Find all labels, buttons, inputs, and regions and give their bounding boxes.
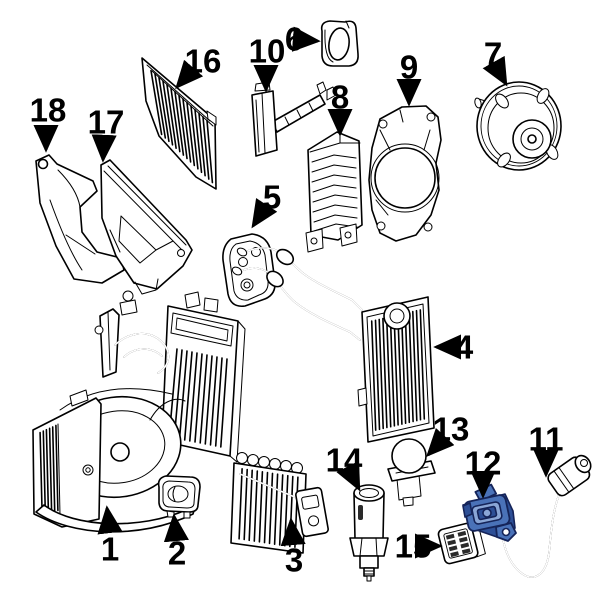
filter-hatching <box>150 69 214 184</box>
callout-label-11: 11 <box>529 421 564 458</box>
heater-core-fins <box>238 468 299 548</box>
callout-label-8: 8 <box>331 79 349 116</box>
callout-arrow-13 <box>426 427 455 458</box>
part-4-evaporator-core <box>357 296 435 443</box>
callout-arrow-5 <box>251 197 278 229</box>
part-3-heater-core <box>230 452 329 554</box>
callout-label-6: 6 <box>285 21 303 58</box>
callout-label-9: 9 <box>400 49 418 86</box>
callout-label-15: 15 <box>395 528 432 565</box>
callout-label-18: 18 <box>30 92 67 129</box>
callout-label-3: 3 <box>285 542 303 579</box>
panel-fins <box>168 348 228 448</box>
part-6-grommet <box>320 20 359 67</box>
part-2-access-cap <box>157 475 201 519</box>
part-15-connector <box>437 522 486 565</box>
callout-arrow-16 <box>175 59 204 90</box>
part-1-hvac-housing-assembly <box>32 290 246 533</box>
callout-label-2: 2 <box>168 535 186 572</box>
callout-label-17: 17 <box>88 104 125 141</box>
part-16-cabin-air-filter <box>141 57 217 190</box>
callout-label-16: 16 <box>185 43 222 80</box>
part-8-blower-resistor <box>305 131 363 253</box>
callout-label-7: 7 <box>484 36 502 73</box>
part-17-filter-frame <box>100 159 193 295</box>
callout-arrow-14 <box>336 460 361 492</box>
callout-arrow-6 <box>291 26 321 52</box>
callout-arrow-1 <box>97 505 123 535</box>
callout-label-4: 4 <box>455 329 474 366</box>
callout-arrow-17 <box>91 134 117 163</box>
callout-arrow-2 <box>163 513 189 543</box>
callout-arrow-7 <box>482 55 508 87</box>
part-5-seal-plate <box>222 233 276 308</box>
part-9-housing-cover <box>368 105 442 242</box>
callout-arrow-3 <box>280 517 306 547</box>
callout-label-1: 1 <box>101 531 119 568</box>
part-7-blower-motor <box>474 81 562 171</box>
evaporator-fins <box>370 309 426 431</box>
part-13-sensor <box>387 438 436 507</box>
callout-label-12: 12 <box>465 445 502 482</box>
refrigerant-pipes <box>231 247 363 341</box>
callout-label-5: 5 <box>263 179 281 216</box>
part-18-duct-bracket <box>35 154 125 284</box>
callout-label-10: 10 <box>249 33 286 70</box>
housing-hatch <box>39 424 59 514</box>
callout-label-14: 14 <box>326 442 363 479</box>
callout-label-13: 13 <box>433 411 470 448</box>
part-14-switch-sensor <box>349 484 389 582</box>
